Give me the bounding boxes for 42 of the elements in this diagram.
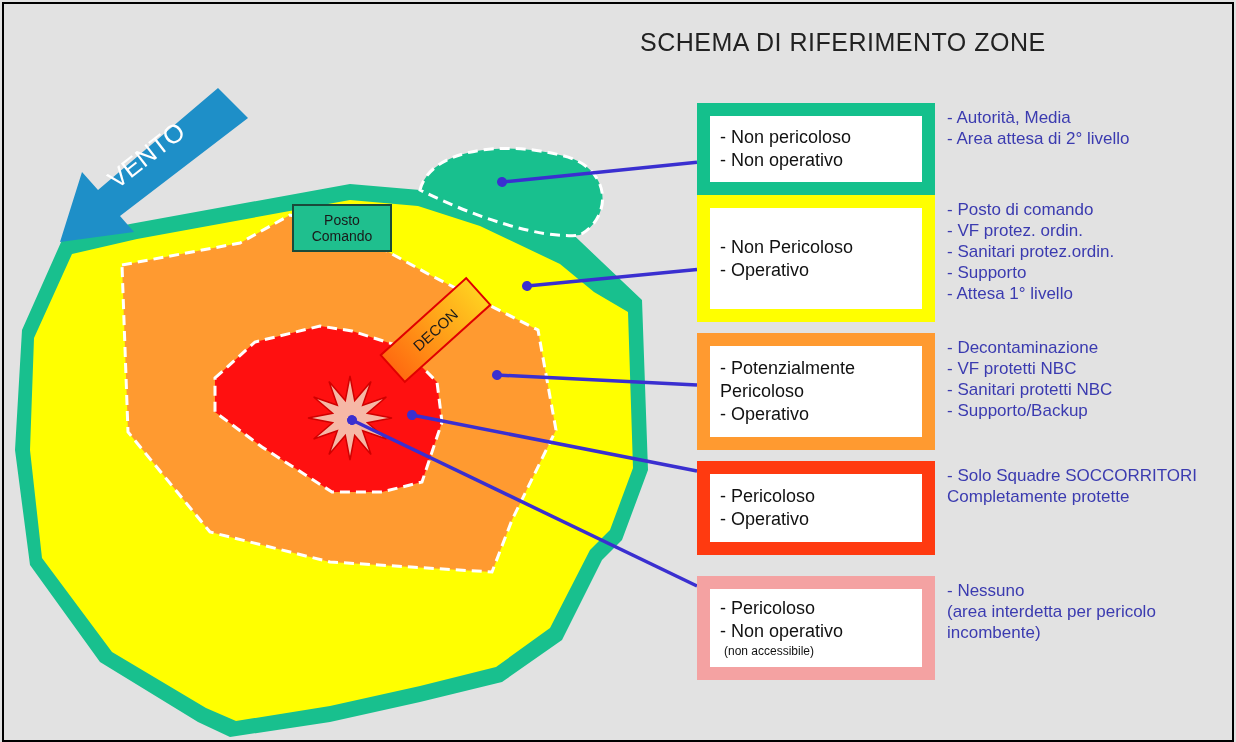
zone-status-box	[697, 195, 935, 322]
personnel-list-item: - Area attesa di 2° livello	[947, 128, 1130, 149]
status-text: - Operativo	[720, 508, 811, 531]
explosion-starburst	[307, 375, 393, 461]
status-text: - Pericoloso	[720, 485, 817, 508]
status-text: - Operativo	[720, 258, 811, 282]
leader-line	[497, 160, 698, 187]
diagram-title: SCHEMA DI RIFERIMENTO ZONE	[640, 28, 1046, 57]
personnel-list-item: - Decontaminazione	[947, 337, 1099, 358]
status-text: - Pericoloso	[720, 597, 817, 620]
personnel-list-item: - Sanitari protez.ordin.	[947, 241, 1115, 262]
status-text: - Operativo	[720, 403, 811, 426]
cold-zone	[30, 200, 633, 721]
zone-status-box	[697, 576, 935, 680]
personnel-list-item: - Attesa 1° livello	[947, 283, 1073, 304]
zone-status-box	[697, 461, 935, 555]
status-text: (non accessibile)	[723, 643, 816, 659]
waiting-area-zone	[418, 147, 605, 238]
personnel-list-item: - Posto di comando	[947, 199, 1094, 220]
command-post-label: Posto Comando	[311, 211, 373, 245]
personnel-list-item: - Solo Squadre SOCCORRITORI Completamente protette	[947, 465, 1199, 507]
leader-line	[522, 267, 698, 291]
personnel-list-item: - VF protez. ordin.	[947, 220, 1084, 241]
status-text: - Non Pericoloso	[720, 235, 855, 259]
personnel-list-item: - Sanitari protetti NBC	[947, 379, 1113, 400]
personnel-list-item: - Supporto/Backup	[947, 400, 1088, 421]
zone-status-box	[697, 103, 935, 195]
personnel-list-item: - Nessuno	[947, 580, 1025, 601]
warm-zone	[120, 213, 558, 574]
status-text: - Non operativo	[720, 620, 845, 643]
leader-line	[407, 410, 698, 473]
status-text: - Non operativo	[720, 149, 845, 172]
personnel-list-item: - VF protetti NBC	[947, 358, 1077, 379]
status-text: - Non pericoloso	[720, 126, 853, 149]
personnel-list-item: - Supporto	[947, 262, 1027, 283]
leader-line	[492, 370, 698, 387]
personnel-list-item: (area interdetta per pericolo incombente)	[947, 601, 1157, 643]
personnel-list-item: - Autorità, Media	[947, 107, 1071, 128]
leader-line	[347, 415, 698, 588]
status-text: - Potenzialmente Pericoloso	[720, 357, 857, 403]
command-post-box	[292, 204, 392, 252]
zone-status-box	[697, 333, 935, 450]
